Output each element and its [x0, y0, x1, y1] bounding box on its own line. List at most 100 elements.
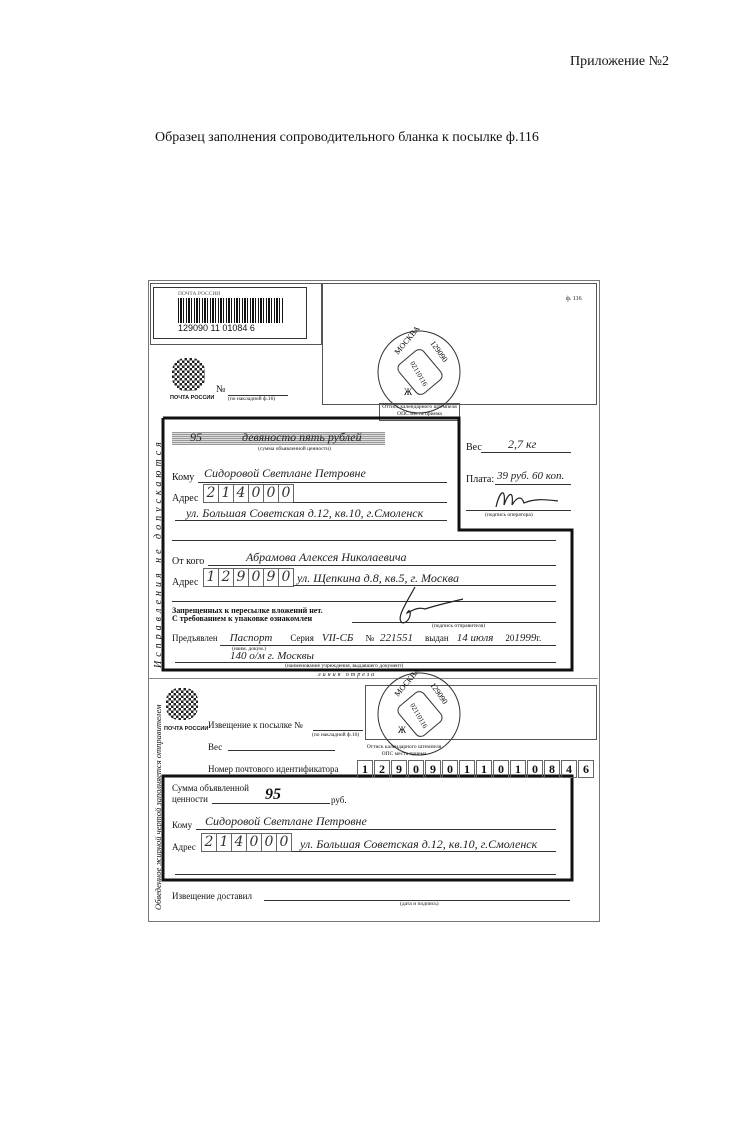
digit-box: 1: [218, 484, 234, 503]
delivered-line: [264, 900, 570, 901]
digit-box: 4: [561, 760, 577, 778]
to-address-label: Адрес: [172, 493, 199, 504]
notice-value: 95: [265, 786, 281, 803]
digit-box: 1: [510, 760, 526, 778]
blank-line: [172, 601, 556, 602]
value-label-line: Сумма объявленной: [172, 783, 249, 793]
digit-box: 1: [459, 760, 475, 778]
notice-value-label: Сумма объявленной ценности: [172, 783, 249, 805]
notice-logo-text: ПОЧТА РОССИИ: [164, 726, 209, 732]
barcode-number: 129090 11 01084 6: [178, 323, 255, 333]
doc-no-value: 221551: [380, 632, 414, 644]
year-suffix: г.: [536, 633, 542, 643]
document-row: Предъявлен Паспорт Серия VII-СБ № 221551…: [172, 632, 541, 644]
blank-line: [175, 874, 556, 875]
digit-box: 4: [231, 833, 247, 852]
notice-value-line: [212, 803, 330, 804]
digit-box: 0: [493, 760, 509, 778]
digit-box: 1: [216, 833, 232, 852]
year-prefix: 20: [505, 633, 515, 643]
declared-value-field: 95 девяносто пять рублей: [172, 430, 385, 445]
notice-to-line: [196, 829, 556, 830]
digit-box: 0: [278, 568, 294, 587]
barcode-brand: ПОЧТА РОССИИ: [178, 291, 221, 297]
series-label: Серия: [290, 633, 314, 643]
delivered-label: Извещение доставил: [172, 891, 252, 901]
digit-box: 2: [203, 484, 219, 503]
digit-box: 0: [246, 833, 262, 852]
from-line: [208, 565, 556, 566]
document-issuer: 140 о/м г. Москвы: [230, 650, 314, 662]
issued-label: выдан: [425, 633, 449, 643]
digit-box: 2: [201, 833, 217, 852]
notice-street: ул. Большая Советская д.12, кв.10, г.Смо…: [300, 837, 538, 851]
post-logo-icon: [172, 358, 205, 391]
stamp-caption: Оттиск календарного штемпеля ОПС места п…: [379, 403, 460, 421]
notice-to-name: Сидоровой Светлане Петровне: [205, 814, 367, 828]
digit-box: 2: [218, 568, 234, 587]
fee-value: 39 руб. 60 коп.: [497, 470, 565, 482]
digit-box: 9: [425, 760, 441, 778]
value-label-line: ценности: [172, 794, 208, 804]
operator-sign-caption: (подпись оператора): [485, 512, 533, 518]
digit-box: 0: [527, 760, 543, 778]
declaration-line: С требованием к упаковке ознакомлен: [172, 614, 313, 623]
stamp-letter: Ж: [398, 725, 407, 735]
parcel-no-line: [228, 395, 288, 396]
notice-post-logo-icon: [166, 688, 198, 720]
digit-box: 6: [578, 760, 594, 778]
digit-box: 0: [276, 833, 292, 852]
digit-box: 9: [391, 760, 407, 778]
form-frame: [148, 280, 600, 922]
digit-box: 2: [374, 760, 390, 778]
to-line: [198, 482, 447, 483]
from-address-label: Адрес: [172, 577, 199, 588]
appendix-label: Приложение №2: [570, 54, 669, 69]
stamp-caption-line: ОПС места приема: [397, 411, 442, 417]
to-address-line: [293, 502, 447, 503]
operator-signature-icon: [495, 492, 559, 508]
from-street: ул. Щепкина д.8, кв.5, г. Москва: [297, 571, 459, 585]
declared-value-words: девяносто пять рублей: [242, 430, 362, 444]
cut-line: [148, 678, 598, 679]
stamp-date: 02110116: [408, 702, 429, 730]
notice-address-line: [292, 851, 556, 852]
digit-box: 1: [476, 760, 492, 778]
barcode-block: ПОЧТА РОССИИ 129090 11 01084 6: [153, 287, 307, 339]
delivered-caption: (дата и подпись): [400, 901, 439, 907]
postmark-stamp: МОСКВА 129090 02110116 Ж: [377, 325, 461, 414]
to-street: ул. Большая Советская д.12, кв.10, г.Смо…: [186, 506, 424, 520]
operator-sign-line: [466, 510, 571, 511]
parcel-no-caption: (по накладной ф.16): [228, 396, 276, 402]
id-label: Номер почтового идентификатора: [208, 764, 339, 774]
sender-sign-line: [352, 622, 556, 623]
parcel-no-label: №: [216, 384, 226, 395]
stamp-city: МОСКВА: [393, 667, 422, 698]
notice-stamp-area: [365, 685, 597, 740]
issued-date: 14 июля: [456, 632, 494, 644]
stamp-caption-line: Оттиск календарного штемпеля: [366, 744, 442, 750]
issued-year: 1999: [514, 632, 537, 644]
notice-title-caption: (по накладной ф.16): [312, 732, 360, 738]
weight-line: [481, 452, 571, 453]
series-value: VII-СБ: [321, 632, 354, 644]
issuer-line: [175, 662, 556, 663]
weight-value: 2,7 кг: [508, 437, 537, 451]
digit-box: 0: [261, 833, 277, 852]
stamp-letter: Ж: [404, 387, 413, 397]
document-title: Образец заполнения сопроводительного бла…: [155, 130, 539, 145]
weight-label: Вес: [466, 442, 482, 453]
to-street-line: [175, 520, 447, 521]
stamp-caption-line: Оттиск календарного штемпеля: [382, 404, 457, 410]
declared-value-amount: 95: [190, 430, 202, 444]
notice-address-label: Адрес: [172, 842, 196, 852]
from-label: От кого: [172, 556, 205, 567]
issuer-caption: (наименование учреждения, выдавшего доку…: [285, 663, 404, 669]
document-type: Паспорт: [229, 632, 273, 644]
barcode-bars: [178, 298, 284, 323]
sender-signature-icon: [399, 586, 464, 624]
